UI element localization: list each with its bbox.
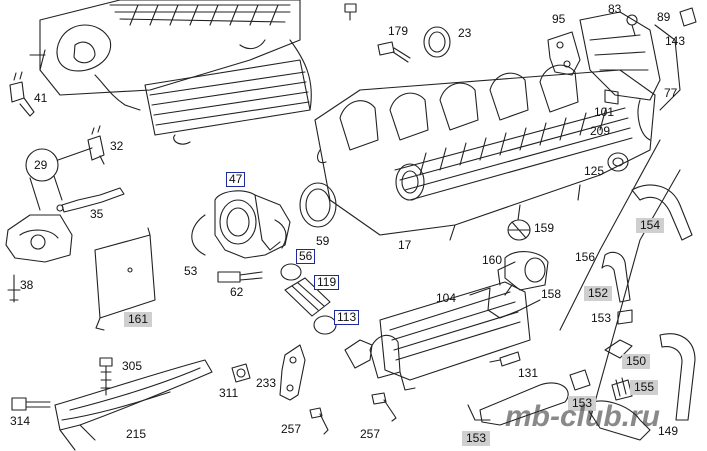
label-17: 17 [398,238,412,252]
part-150 [605,334,695,420]
label-95: 95 [552,12,566,26]
bolt-top [345,4,356,20]
part-159 [508,220,530,240]
label-154: 154 [636,218,665,233]
label-153c: 153 [462,431,491,446]
part-38 [6,215,72,302]
part-32 [88,126,104,164]
part-113 [314,316,336,334]
label-209: 209 [590,124,611,138]
label-35: 35 [90,207,104,221]
label-257b: 257 [360,427,381,441]
part-83-housing [580,8,696,140]
part-179 [378,42,410,62]
label-215: 215 [126,427,147,441]
part-53 [192,215,205,255]
label-305: 305 [122,359,143,373]
part-158 [498,252,548,290]
part-95 [548,32,580,75]
label-143: 143 [665,34,686,48]
part-257a [310,408,328,434]
callout-29 [26,148,92,210]
part-311 [232,364,250,382]
label-125: 125 [584,164,605,178]
part-56 [281,264,301,280]
part-155 [612,378,632,400]
part-125 [608,153,628,171]
label-131: 131 [518,366,539,380]
label-89: 89 [657,10,671,24]
part-23 [424,27,450,57]
label-77: 77 [664,86,678,100]
label-47: 47 [226,172,246,187]
label-101: 101 [594,105,615,119]
label-257a: 257 [281,422,302,436]
label-153a: 153 [591,311,612,325]
label-156: 156 [575,250,596,264]
label-104: 104 [436,291,457,305]
engine-block [30,0,311,144]
label-159: 159 [534,221,555,235]
bracket-161 [95,228,155,330]
part-257b [372,393,396,421]
part-35 [57,188,124,212]
label-59: 59 [316,234,330,248]
bracket-215 [55,360,212,450]
part-41 [10,72,34,116]
label-158: 158 [541,287,562,301]
label-153b: 153 [568,396,597,411]
label-119: 119 [314,275,340,290]
label-150: 150 [622,354,651,369]
bracket-233 [280,345,305,400]
label-311: 311 [219,386,239,400]
label-56: 56 [296,249,316,264]
label-155: 155 [630,380,659,395]
label-233: 233 [256,376,277,390]
part-47 [215,191,290,258]
part-154 [632,185,692,240]
intake-manifold [315,65,655,240]
label-53: 53 [184,264,198,278]
part-59 [300,183,336,227]
label-41: 41 [34,91,48,105]
label-38: 38 [20,278,34,292]
part-152 [602,252,632,324]
egr-cooler [345,282,540,390]
part-131 [490,352,520,366]
part-314 [12,398,50,410]
label-83: 83 [608,2,622,16]
label-179: 179 [388,24,409,38]
part-305 [100,358,112,395]
label-23: 23 [458,26,472,40]
label-149: 149 [658,424,679,438]
label-314: 314 [10,414,31,428]
label-62: 62 [230,285,244,299]
part-62 [218,272,262,282]
label-160: 160 [482,253,503,267]
label-32: 32 [110,139,124,153]
label-29: 29 [34,158,48,172]
label-152: 152 [584,286,613,301]
part-119 [285,278,330,316]
label-113: 113 [334,310,360,325]
watermark-text: mb-club.ru [505,400,660,433]
label-161: 161 [124,312,153,327]
